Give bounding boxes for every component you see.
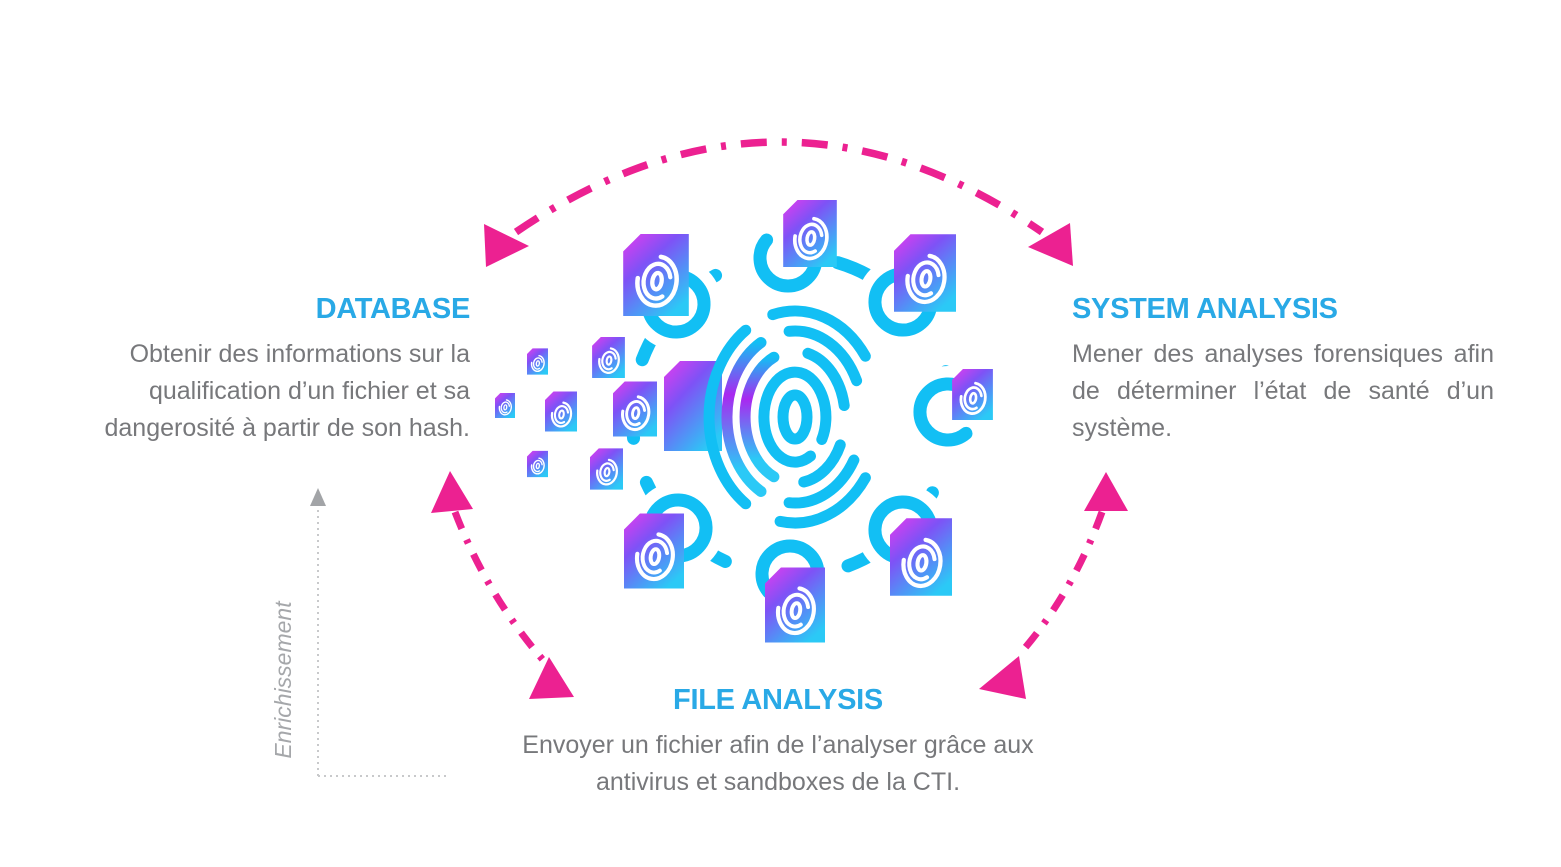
file-fingerprint-icon (545, 390, 577, 433)
file-fingerprint-icon (623, 234, 689, 316)
file-fingerprint-icon (590, 448, 623, 490)
system-analysis-heading: SYSTEM ANALYSIS (1072, 293, 1338, 325)
file-fingerprint-icon (765, 568, 825, 643)
up-arrow-axis-icon (310, 488, 326, 506)
arrowhead-icon (529, 657, 574, 699)
arrowhead-icon (1084, 472, 1128, 511)
file-fingerprint-icon (613, 381, 657, 437)
file-fingerprint-icon (592, 337, 625, 378)
arrowhead-icon (484, 224, 529, 267)
file-analysis-heading: FILE ANALYSIS (673, 684, 883, 716)
database-section: DATABASE Obtenir des informations sur la… (50, 293, 470, 447)
arrowhead-icon (431, 471, 473, 513)
file-analysis-description: Envoyer un fichier afin de l’analyser gr… (522, 731, 1034, 796)
cycle-arrow-right (979, 472, 1128, 699)
enrichment-axis (310, 488, 447, 777)
file-analysis-section: FILE ANALYSIS Envoyer un fichier afin de… (478, 684, 1078, 801)
file-fingerprint-icon (527, 348, 548, 375)
file-fingerprint-icon (890, 518, 952, 596)
arrowhead-icon (979, 656, 1026, 699)
fingerprint-scan-icon (703, 305, 871, 529)
file-fingerprint-icon (495, 392, 515, 419)
database-description: Obtenir des informations sur la qualific… (104, 340, 470, 442)
enrichment-axis-label: Enrichissement (270, 601, 296, 759)
system-analysis-section: SYSTEM ANALYSIS Mener des analyses foren… (1072, 293, 1494, 447)
database-heading: DATABASE (315, 293, 471, 325)
file-fingerprint-icon (894, 234, 956, 312)
file-trail-icons (495, 337, 657, 490)
arrowhead-icon (1028, 223, 1073, 266)
file-fingerprint-icon (783, 200, 837, 267)
file-fingerprint-icon (952, 369, 993, 420)
file-fingerprint-icon (624, 514, 684, 589)
file-fingerprint-icon (527, 450, 548, 478)
system-analysis-description: Mener des analyses forensiques afin de d… (1072, 340, 1494, 442)
cycle-arrow-top (484, 138, 1073, 267)
cycle-arrow-left (431, 471, 574, 699)
